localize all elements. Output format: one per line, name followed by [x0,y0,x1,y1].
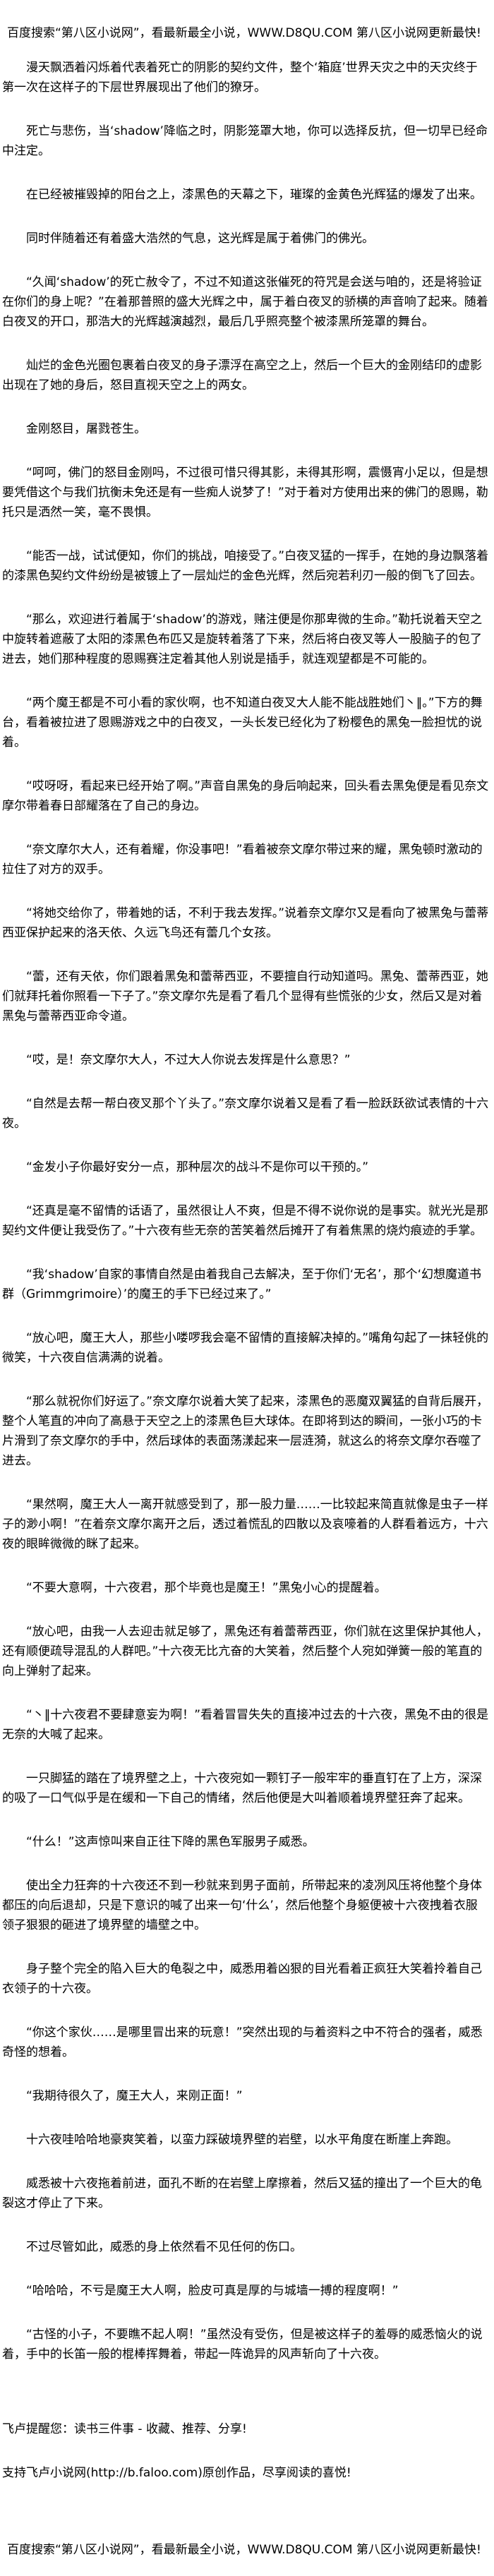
story-paragraph: 使出全力狂奔的十六夜还不到一秒就来到男子面前，所带起来的凌冽风压将他整个身体都压… [2,1879,482,1932]
story-paragraph: 死亡与悲伤，当‘shadow’降临之时，阴影笼罩大地，你可以选择反抗，但一切早已… [2,124,488,158]
story-paragraph: “金发小子你最好安分一点，那种层次的战斗不是你可以干预的。” [26,1160,369,1174]
story-paragraph: “能否一战，试试便知，你们的挑战，咱接受了。”白夜叉猛的一挥手，在她的身边飘落着… [2,549,489,583]
story-paragraph: “我期待很久了，魔王大人，来刚正面！” [26,2089,243,2103]
story-paragraph: “我‘shadow’自家的事情自然是由着我自己去解决，至于你们‘无名’，那个‘幻… [2,1268,481,1301]
story-paragraph: 一只脚猛的踏在了境界壁之上，十六夜宛如一颗钉子一般牢牢的垂直钉在了上方，深深的吸… [2,1771,482,1805]
chapter-content: 漫天飘洒着闪烁着代表着死亡的阴影的契约文件，整个‘箱庭’世界天灾之中的天灾终于第… [2,58,489,2388]
reading-reminder: 飞卢提醒您：读书三件事 - 收藏、推荐、分享! [2,2422,247,2436]
story-paragraph: 灿烂的金色光圈包裹着白夜叉的身子漂浮在高空之上，然后一个巨大的金刚结印的虚影出现… [2,359,482,392]
story-paragraph: 不过尽管如此，威悉的身上依然看不见任何的伤口。 [26,2240,302,2254]
story-paragraph: “你这个家伙……是哪里冒出来的玩意！”突然出现的与着资料之中不符合的强者，威悉奇… [2,2026,483,2059]
site-banner-top: 百度搜索“第八区小说网”，看最新最全小说，WWW.D8QU.COM 第八区小说网… [7,26,481,40]
support-notice: 支持飞卢小说网(http://b.faloo.com)原创作品，尽享阅读的喜悦! [2,2466,351,2480]
story-paragraph: “呵呵，佛门的怒目金刚吗，不过很可惜只得其影，未得其形啊，震慑宵小足以，但是想要… [2,466,488,519]
story-paragraph: “果然啊，魔王大人一离开就感受到了，那一股力量……一比较起来简直就像是虫子一样子… [2,1498,488,1551]
story-paragraph: 十六夜哇哈哈地豪爽笑着，以蛮力踩破境界壁的岩壁，以水平角度在断崖上奔跑。 [26,2133,458,2147]
story-paragraph: 金刚怒目，屠戮苍生。 [26,422,146,436]
story-paragraph: “哎呀呀，看起来已经开始了啊。”声音自黑兔的身后响起来，回头看去黑兔便是看见奈文… [2,779,489,813]
story-paragraph: “奈文摩尔大人，还有着耀，你没事吧！”看着被奈文摩尔带过来的耀，黑兔顿时激动的拉… [2,843,483,877]
chapter-footer: 飞卢提醒您：读书三件事 - 收藏、推荐、分享! 支持飞卢小说网(http://b… [2,2419,489,2483]
story-paragraph: “哎，是！奈文摩尔大人，不过大人你说去发挥是什么意思？” [26,1053,351,1067]
site-banner-bottom: 百度搜索“第八区小说网”，看最新最全小说，WWW.D8QU.COM 第八区小说网… [7,2543,481,2557]
story-paragraph: 漫天飘洒着闪烁着代表着死亡的阴影的契约文件，整个‘箱庭’世界天灾之中的天灾终于第… [2,61,478,95]
story-paragraph: “久闻‘shadow’的死亡赦令了，不过不知道这张催死的符咒是会送与咱的，还是将… [2,275,488,329]
story-paragraph: 在已经被摧毁掉的阳台之上，漆黑色的天幕之下，璀璨的金黄色光辉猛的爆发了出来。 [26,188,482,202]
story-paragraph: “蕾，还有天依，你们跟着黑兔和蕾蒂西亚，不要擅自行动知道吗。黑兔、蕾蒂西亚，她们… [2,970,488,1023]
story-paragraph: “放心吧，由我一人去迎击就足够了，黑兔还有着蕾蒂西亚，你们就在这里保护其他人，还… [2,1625,488,1678]
story-paragraph: “两个魔王都是不可小看的家伙啊，也不知道白夜叉大人能不能战胜她们丶‖。”下方的舞… [2,696,483,750]
story-paragraph: “还真是毫不留情的话语了，虽然很让人不爽，但是不得不说你说的是事实。就光光是那契… [2,1204,488,1238]
story-paragraph: “不要大意啊，十六夜君，那个毕竟也是魔王！”黑兔小心的提醒着。 [26,1581,387,1595]
story-paragraph: “那么，欢迎进行着属于‘shadow’的游戏，赌注便是你那卑微的生命。”勒托说着… [2,613,483,666]
story-paragraph: “哈哈哈，不亏是魔王大人啊，脸皮可真是厚的与城墙一搏的程度啊！” [26,2284,399,2298]
story-paragraph: 同时伴随着还有着盛大浩然的气息，这光辉是属于着佛门的佛光。 [26,231,374,246]
story-paragraph: “古怪的小子，不要瞧不起人啊！”虽然没有受伤，但是被这样子的羞辱的威悉恼火的说着… [2,2328,483,2361]
story-paragraph: “丶‖十六夜君不要肆意妄为啊！”看着冒冒失失的直接冲过去的十六夜，黑兔不由的很是… [2,1708,489,1742]
story-paragraph: 威悉被十六夜拖着前进，面孔不断的在岩壁上摩擦着，然后又猛的撞出了一个巨大的龟裂这… [2,2177,482,2210]
story-paragraph: 身子整个完全的陷入巨大的龟裂之中，威悉用着凶狠的目光看着正疯狂大笑着拎着自己衣领… [2,1962,482,1996]
story-paragraph: “自然是去帮一帮白夜叉那个丫头了。”奈文摩尔说着又是看了看一脸跃跃欲试表情的十六… [2,1097,489,1131]
story-paragraph: “将她交给你了，带着她的话，不利于我去发挥。”说着奈文摩尔又是看向了被黑兔与蕾蒂… [2,906,489,940]
story-paragraph: “放心吧，魔王大人，那些小喽啰我会毫不留情的直接解决掉的。”嘴角勾起了一抹轻佻的… [2,1331,489,1365]
story-paragraph: “什么！”这声惊叫来自正往下降的黑色军服男子威悉。 [26,1835,315,1849]
story-paragraph: “那么就祝你们好运了。”奈文摩尔说着大笑了起来，漆黑色的恶魔双翼猛的自背后展开，… [2,1395,489,1468]
